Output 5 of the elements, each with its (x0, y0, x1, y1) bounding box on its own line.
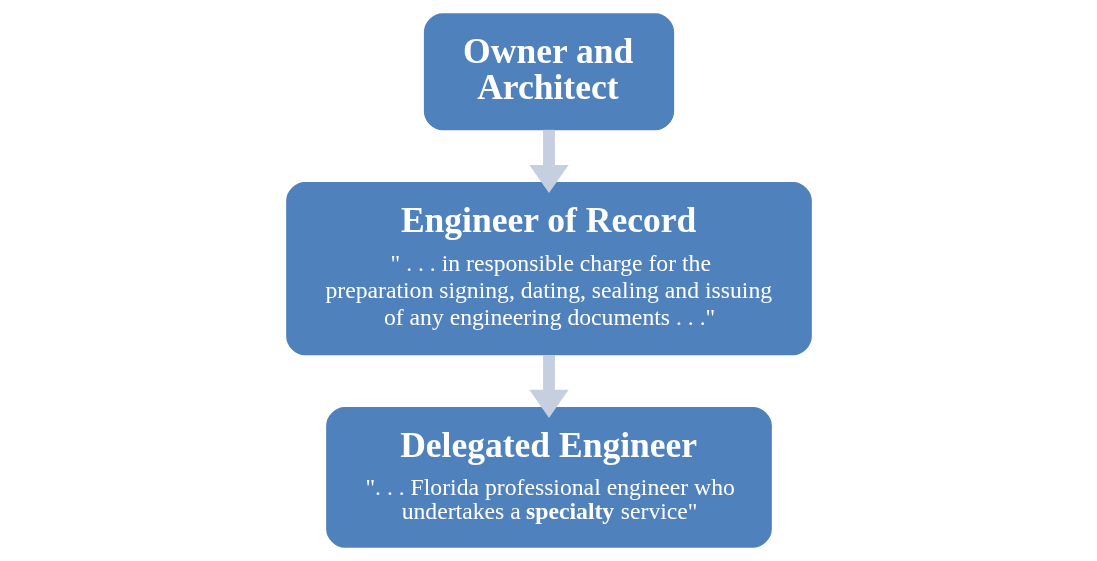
node-box: Delegated Engineer ". . . Florida professional engineer who undertakes a specialty service" (325, 407, 772, 548)
node-box: Owner and Architect (423, 13, 674, 131)
arrow (528, 129, 569, 194)
node-box: Engineer of Record " . . . in responsible charge for the preparation signing, dating, sealing and issuing of any engineering documents . . ." (285, 182, 812, 356)
arrow (528, 355, 569, 418)
